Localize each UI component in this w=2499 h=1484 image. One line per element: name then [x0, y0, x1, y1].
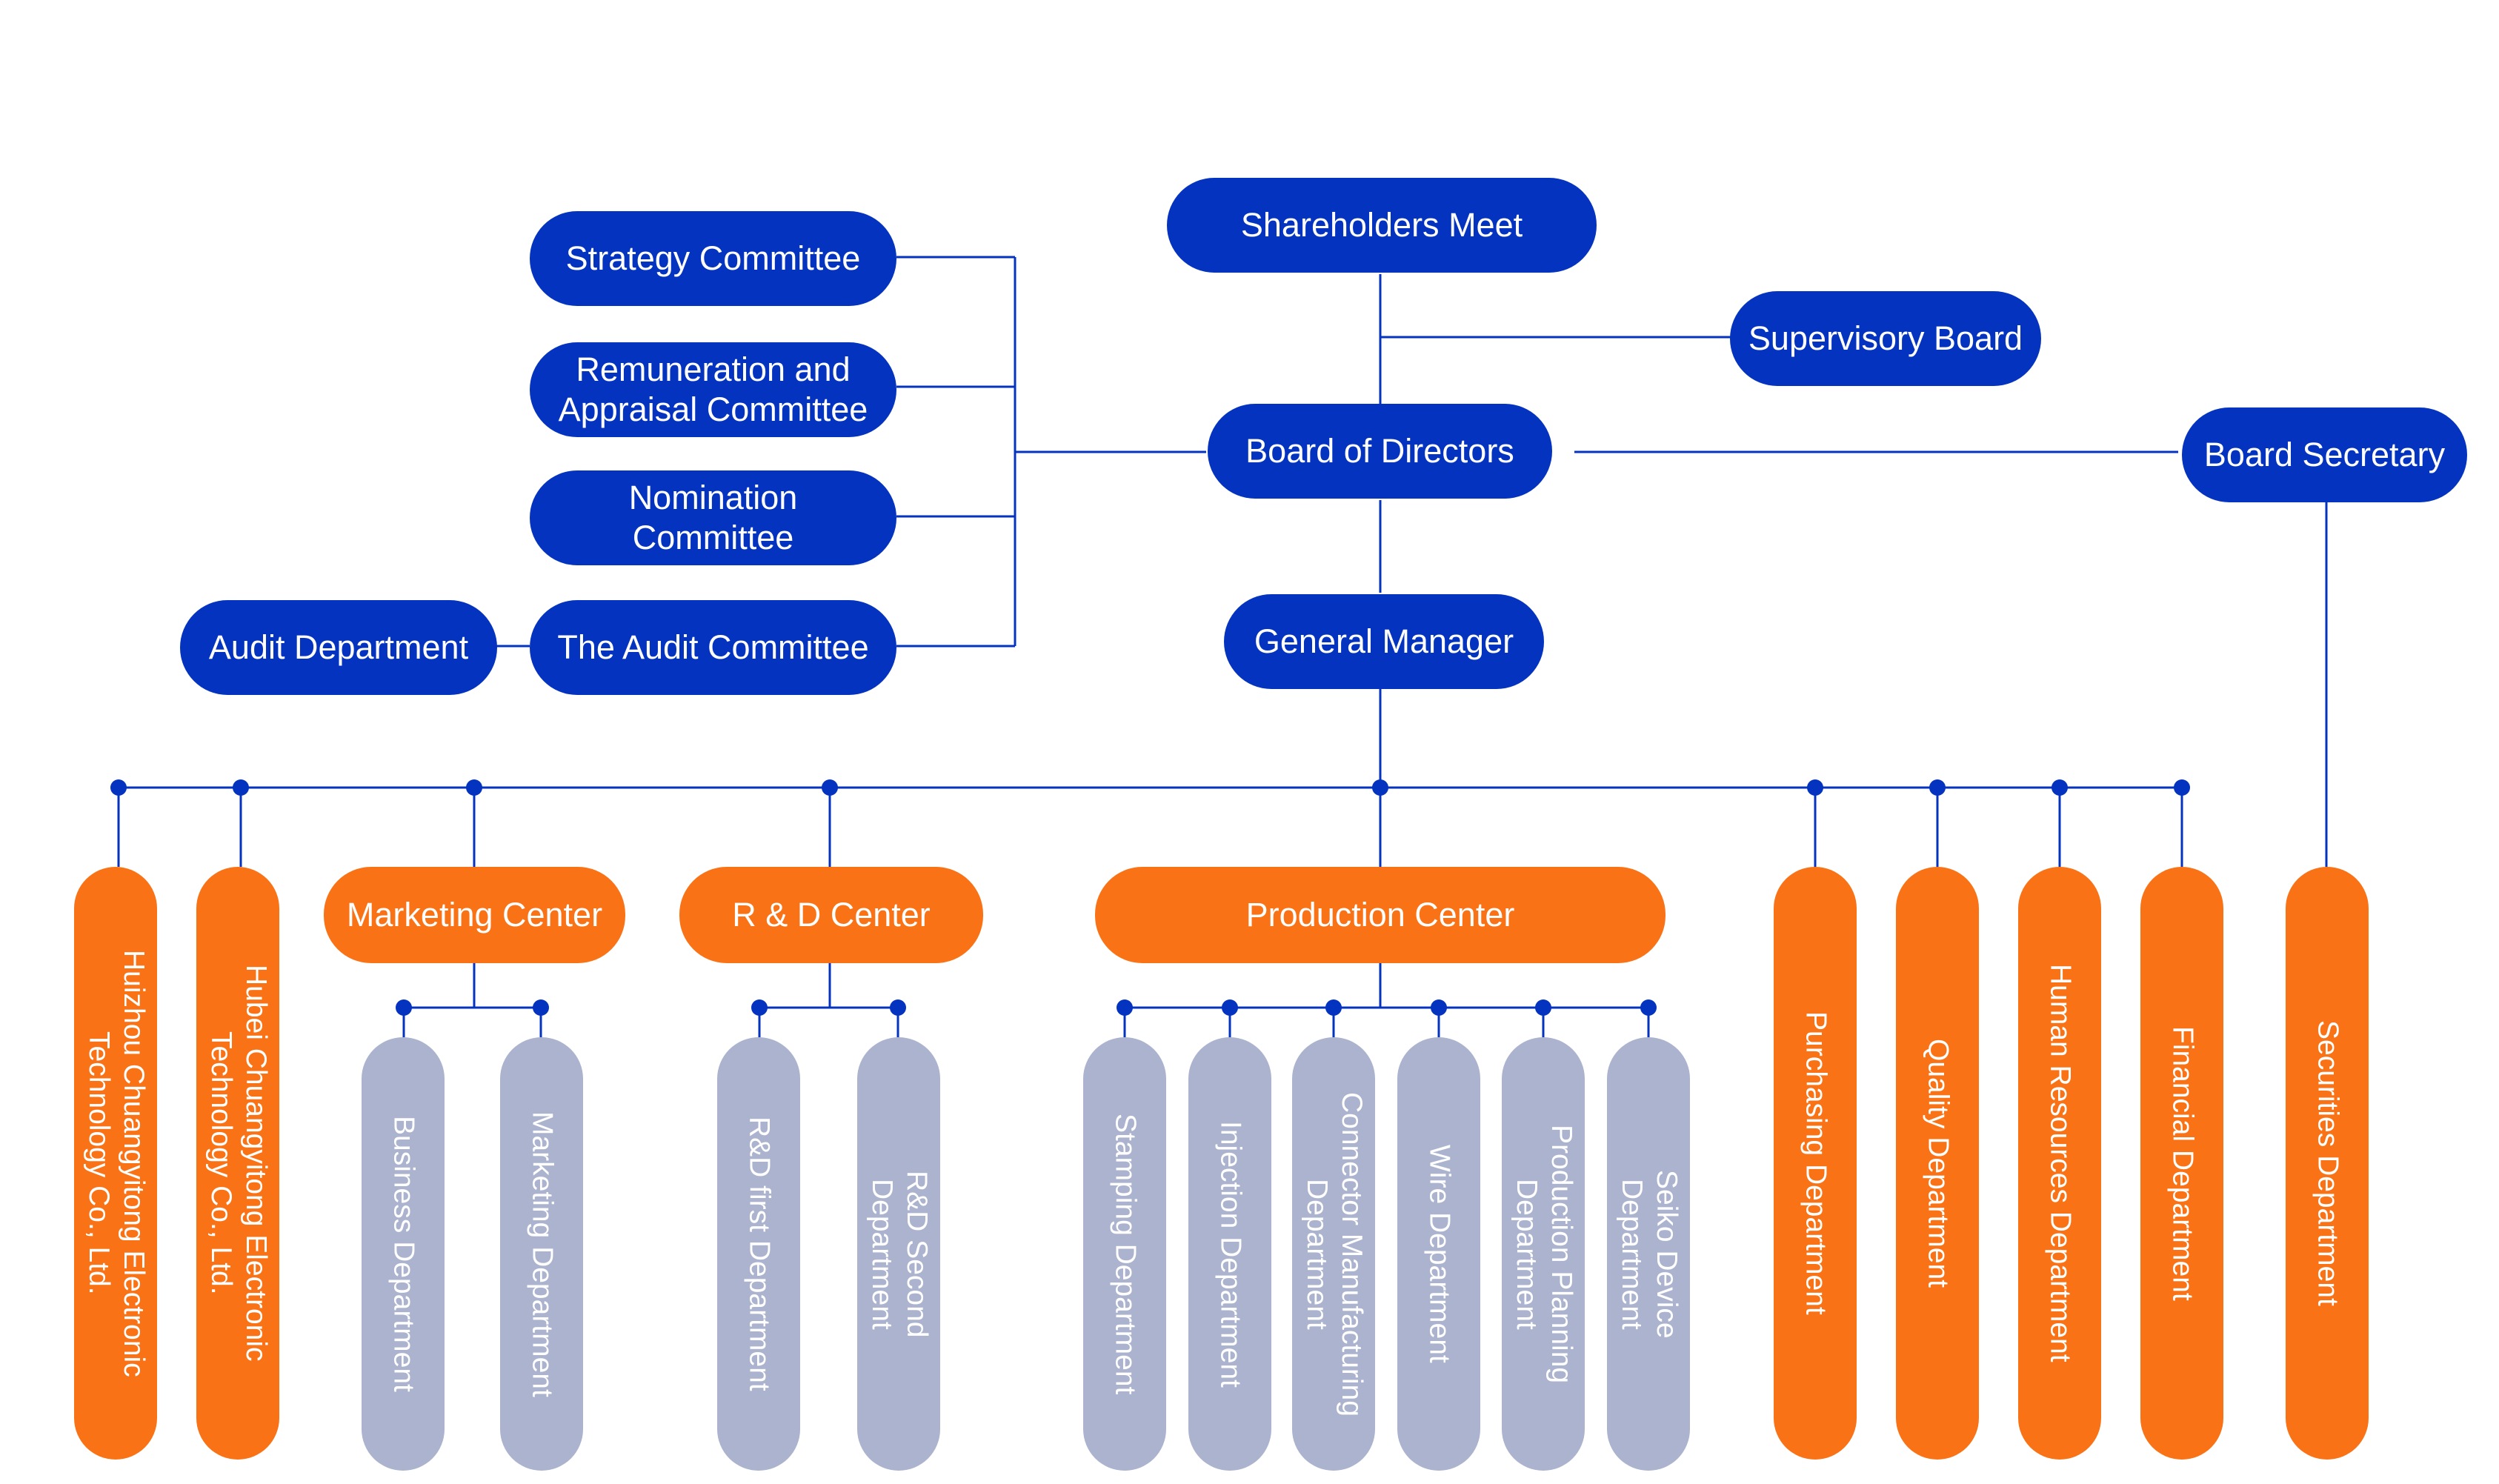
general-manager-label: General Manager: [1254, 622, 1514, 660]
production-planning-department-node: Production Planning Department: [1502, 1037, 1585, 1471]
rnd-center-node: R & D Center: [679, 867, 983, 963]
huizhou-subsidiary-label: Huizhou Chuangyitong Electronic Technolo…: [83, 949, 150, 1377]
strategy-committee-label: Strategy Committee: [565, 239, 861, 277]
audit-committee-label: The Audit Committee: [557, 628, 869, 666]
audit-department-label: Audit Department: [208, 628, 469, 666]
shareholders-meet-node: Shareholders Meet: [1167, 178, 1597, 273]
securities-department-node: Securities Department: [2286, 867, 2369, 1460]
injection-department-label: Injection Department: [1214, 1120, 1247, 1388]
marketing-department-label: Marketing Department: [526, 1111, 559, 1397]
nomination-committee-node: Nomination Committee: [530, 470, 896, 565]
connector-manufacturing-department-label: Connector Manufacturing Department: [1301, 1091, 1368, 1417]
board-of-directors-label: Board of Directors: [1245, 432, 1514, 470]
production-planning-department-label: Production Planning Department: [1511, 1124, 1577, 1384]
rnd-second-department-node: R&D Second Department: [857, 1037, 940, 1471]
rnd-first-department-label: R&D first Department: [743, 1117, 776, 1391]
quality-department-label: Quality Department: [1922, 1039, 1954, 1288]
purchasing-department-label: Purchasing Department: [1800, 1011, 1832, 1315]
financial-department-node: Financial Department: [2140, 867, 2223, 1460]
supervisory-board-label: Supervisory Board: [1748, 319, 2023, 357]
production-center-node: Production Center: [1095, 867, 1666, 963]
board-secretary-node: Board Secretary: [2182, 407, 2467, 502]
marketing-department-node: Marketing Department: [500, 1037, 583, 1471]
hubei-subsidiary-label: Hubei Chuangyitong Electronic Technology…: [205, 965, 272, 1362]
production-center-label: Production Center: [1245, 896, 1515, 934]
strategy-committee-node: Strategy Committee: [530, 211, 896, 306]
wire-department-node: Wire Department: [1397, 1037, 1480, 1471]
stamping-department-label: Stamping Department: [1109, 1113, 1142, 1395]
human-resources-department-label: Human Resources Department: [2044, 964, 2077, 1362]
nomination-committee-label: Nomination Committee: [628, 479, 798, 556]
human-resources-department-node: Human Resources Department: [2018, 867, 2101, 1460]
quality-department-node: Quality Department: [1896, 867, 1979, 1460]
rnd-second-department-label: R&D Second Department: [866, 1170, 933, 1338]
purchasing-department-node: Purchasing Department: [1774, 867, 1857, 1460]
board-secretary-label: Board Secretary: [2203, 436, 2446, 473]
business-department-node: Business Department: [362, 1037, 445, 1471]
board-of-directors-node: Board of Directors: [1208, 404, 1552, 499]
marketing-center-label: Marketing Center: [346, 896, 603, 934]
supervisory-board-node: Supervisory Board: [1730, 291, 2041, 386]
connector-manufacturing-department-node: Connector Manufacturing Department: [1292, 1037, 1375, 1471]
shareholders-meet-label: Shareholders Meet: [1240, 206, 1523, 244]
general-manager-node: General Manager: [1224, 594, 1544, 689]
financial-department-label: Financial Department: [2166, 1025, 2199, 1301]
remuneration-committee-node: Remuneration and Appraisal Committee: [530, 342, 896, 437]
huizhou-subsidiary-node: Huizhou Chuangyitong Electronic Technolo…: [74, 867, 157, 1460]
rnd-center-label: R & D Center: [732, 896, 931, 934]
business-department-label: Business Department: [387, 1116, 420, 1392]
audit-department-node: Audit Department: [180, 600, 497, 695]
wire-department-label: Wire Department: [1423, 1145, 1456, 1363]
seiko-device-department-label: Seiko Device Department: [1616, 1169, 1683, 1339]
remuneration-committee-label: Remuneration and Appraisal Committee: [558, 350, 868, 428]
securities-department-label: Securities Department: [2312, 1020, 2344, 1306]
seiko-device-department-node: Seiko Device Department: [1607, 1037, 1690, 1471]
audit-committee-node: The Audit Committee: [530, 600, 896, 695]
hubei-subsidiary-node: Hubei Chuangyitong Electronic Technology…: [196, 867, 279, 1460]
injection-department-node: Injection Department: [1188, 1037, 1271, 1471]
marketing-center-node: Marketing Center: [324, 867, 625, 963]
rnd-first-department-node: R&D first Department: [717, 1037, 800, 1471]
stamping-department-node: Stamping Department: [1083, 1037, 1166, 1471]
